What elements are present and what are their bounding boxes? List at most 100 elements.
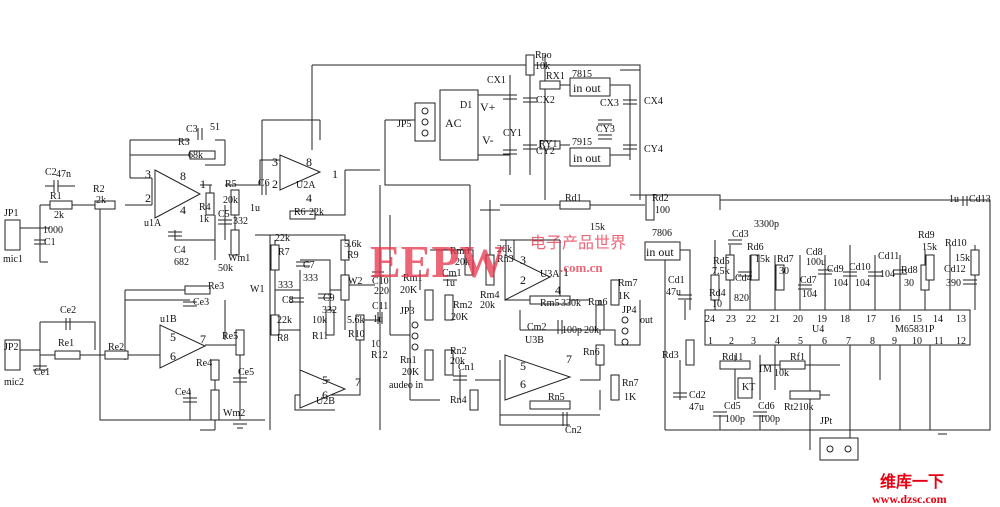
label-cd1: Cd1 (668, 275, 685, 286)
label-r4v: 1k (199, 214, 209, 225)
label-cd10: Cd10 (849, 262, 871, 273)
label-r2: R2 (93, 184, 105, 195)
label-c2: C2 (45, 167, 57, 178)
pin-20: 20 (793, 314, 803, 325)
pin-5: 5 (798, 336, 803, 347)
label-rm6: Rm6 (588, 297, 607, 308)
crystal-kt (737, 377, 753, 399)
label-jp4: JP4 (622, 305, 636, 316)
label-cd6: Cd6 (758, 401, 775, 412)
label-r2v: 2k (96, 195, 106, 206)
resistor-r4 (205, 192, 215, 216)
resistor-r2 (94, 200, 116, 210)
jp4-pin2 (621, 327, 629, 335)
label-r10v: 5.6k (347, 315, 365, 326)
label-r4: R4 (199, 202, 211, 213)
label-cn1: Cn1 (458, 362, 475, 373)
jp2-jack (4, 339, 21, 371)
label-inout3: in out (646, 245, 674, 259)
label-wm1v: 50k (218, 263, 233, 274)
label-rd1: Rd1 (565, 193, 582, 204)
capacitor-c7 (296, 261, 310, 267)
label-jp2: JP2 (4, 342, 18, 353)
label-rd9: Rd9 (918, 230, 935, 241)
resistor-rf1 (779, 360, 806, 370)
label-u2b5: 5 (322, 373, 328, 387)
label-u3a2: 2 (520, 273, 526, 287)
label-jp1: JP1 (4, 208, 18, 219)
opamp-u3b (504, 354, 572, 401)
label-rd2v: 100 (655, 205, 670, 216)
label-rd5: Rd5 (713, 256, 730, 267)
jpt-connector (819, 437, 859, 461)
label-u4: U4 (812, 324, 824, 335)
resistor-r8 (270, 314, 280, 336)
label-rn1: Rn1 (400, 355, 417, 366)
label-ce3: Ce3 (193, 297, 209, 308)
jp1-jack (4, 219, 21, 251)
label-r6v: 22k (309, 207, 324, 218)
resistor-re1 (54, 350, 81, 360)
label-re3: Re3 (208, 281, 224, 292)
label-r7: R7 (278, 247, 290, 258)
opamp-u2b (299, 369, 347, 409)
label-rn7: Rn7 (622, 378, 639, 389)
capacitor-cn2 (562, 412, 568, 426)
label-u3b5: 5 (520, 359, 526, 373)
label-r6: R6 (294, 207, 306, 218)
pin-22: 22 (746, 314, 756, 325)
jp5-pin1 (421, 107, 429, 115)
capacitor-c6 (261, 183, 267, 195)
label-re2: Re2 (108, 342, 124, 353)
label-c8v: 333 (278, 280, 293, 291)
label-u2a8: 8 (306, 155, 312, 169)
label-r9v: 5.6k (344, 239, 362, 250)
label-cd6v: 100p (760, 414, 780, 425)
capacitor-cx4 (623, 99, 637, 105)
capacitor-cm1 (443, 275, 457, 281)
label-c11: C11 (372, 301, 388, 312)
label-rd8v: 30 (904, 278, 914, 289)
label-wm1: Wm1 (228, 253, 250, 264)
resistor-r9 (340, 239, 350, 261)
label-u2a1: 1 (332, 167, 338, 181)
label-rf1: Rf1 (790, 352, 805, 363)
watermark-site: .com.cn (560, 260, 603, 275)
label-c6v: 1u (250, 203, 260, 214)
capacitor-cd11 (893, 269, 907, 275)
jp4-pin3 (621, 338, 629, 346)
label-r11v: 10k (312, 315, 327, 326)
label-rd6v: 15k (755, 254, 770, 265)
label-c10v: 220 (374, 286, 389, 297)
label-cd12v: 390 (946, 278, 961, 289)
label-rpo: Rpo (535, 50, 552, 61)
label-ua3: 3 (145, 167, 151, 181)
label-rm1v: 20K (400, 285, 418, 296)
label-rd8: Rd8 (901, 265, 918, 276)
opamp-u1b (159, 324, 207, 369)
label-cn2: Cn2 (565, 425, 582, 436)
label-cm2: Cm2 (527, 322, 546, 333)
label-c6: C6 (258, 178, 270, 189)
dzsc-corner-logo: 维库一下 www.dzsc.com (872, 472, 947, 506)
resistor-re2 (104, 350, 129, 360)
label-cx4: CX4 (644, 96, 663, 107)
label-ce1: Ce1 (34, 367, 50, 378)
label-rd4: Rd4 (709, 288, 726, 299)
pin-2: 2 (729, 336, 734, 347)
label-jpt: JPt (820, 416, 832, 427)
label-mic2: mic2 (4, 377, 24, 388)
label-r8v: 22k (277, 315, 292, 326)
label-rm4v: 20k (480, 300, 495, 311)
resistor-r3 (189, 150, 216, 160)
label-u2b: U2B (316, 396, 335, 407)
resistor-w2 (340, 274, 350, 301)
label-vplus: V+ (480, 100, 496, 114)
capacitor-cd13 (962, 196, 968, 206)
label-u1b7: 7 (200, 332, 206, 346)
resistor-rx1 (539, 80, 561, 90)
resistor-rd1 (559, 200, 591, 210)
pin-19: 19 (817, 314, 827, 325)
resistor-rt2 (789, 390, 821, 400)
